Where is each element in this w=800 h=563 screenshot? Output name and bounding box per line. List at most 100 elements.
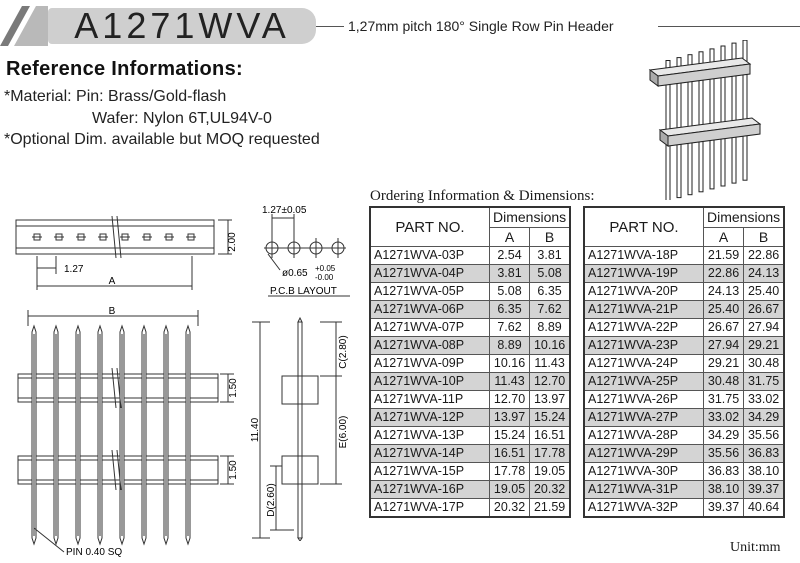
dim-a-cell: 2.54 bbox=[488, 246, 531, 265]
reference-line-wafer: Wafer: Nylon 6T,UL94V-0 bbox=[92, 110, 272, 127]
top-view-drawing: 2.00 1.27 A bbox=[15, 215, 238, 290]
dim-a-cell: 27.94 bbox=[702, 336, 745, 355]
dim-a-cell: 17.78 bbox=[488, 462, 531, 481]
header-dimensions: Dimensions bbox=[703, 206, 785, 228]
dim-b-cell: 6.35 bbox=[529, 282, 571, 301]
side-view-dim-e: E(6.00) bbox=[338, 416, 349, 449]
part-number-cell: A1271WVA-04P bbox=[369, 264, 490, 283]
dim-b-cell: 24.13 bbox=[743, 264, 785, 283]
dim-a-cell: 12.70 bbox=[488, 390, 531, 409]
dim-a-cell: 15.24 bbox=[488, 426, 531, 445]
series-logo-triangles bbox=[0, 6, 48, 46]
part-number-cell: A1271WVA-27P bbox=[583, 408, 704, 427]
dim-a-cell: 26.67 bbox=[702, 318, 745, 337]
dim-b-cell: 38.10 bbox=[743, 462, 785, 481]
dim-b-cell: 17.78 bbox=[529, 444, 571, 463]
pcb-pitch-dim: 1.27±0.05 bbox=[262, 205, 307, 216]
top-view-dim-height: 2.00 bbox=[227, 232, 238, 252]
pcb-hole-tol-minus: -0.00 bbox=[315, 273, 334, 282]
header-subtitle: 1,27mm pitch 180° Single Row Pin Header bbox=[348, 18, 614, 34]
iso-pin bbox=[731, 42, 737, 184]
part-number-cell: A1271WVA-09P bbox=[369, 354, 490, 373]
dim-b-cell: 30.48 bbox=[743, 354, 785, 373]
part-number-cell: A1271WVA-08P bbox=[369, 336, 490, 355]
iso-pin bbox=[709, 48, 715, 190]
header-dim-a: A bbox=[702, 227, 745, 247]
dim-b-cell: 3.81 bbox=[529, 246, 571, 265]
dim-b-cell: 15.24 bbox=[529, 408, 571, 427]
part-number-cell: A1271WVA-05P bbox=[369, 282, 490, 301]
part-number-cell: A1271WVA-26P bbox=[583, 390, 704, 409]
dim-b-cell: 31.75 bbox=[743, 372, 785, 391]
dim-a-cell: 34.29 bbox=[702, 426, 745, 445]
dim-b-cell: 19.05 bbox=[529, 462, 571, 481]
part-number-cell: A1271WVA-06P bbox=[369, 300, 490, 319]
dim-b-cell: 36.83 bbox=[743, 444, 785, 463]
header-rule-right bbox=[658, 26, 800, 27]
reference-title: Reference Informations: bbox=[6, 58, 243, 80]
dim-a-cell: 38.10 bbox=[702, 480, 745, 499]
part-number-cell: A1271WVA-25P bbox=[583, 372, 704, 391]
dim-a-cell: 35.56 bbox=[702, 444, 745, 463]
iso-pin bbox=[742, 40, 748, 181]
front-view-dim-wafer2: 1.50 bbox=[228, 460, 239, 480]
pcb-layout-drawing: 1.27±0.05 ø0.65 +0.05 -0.00 P.C.B LAYOUT bbox=[262, 205, 350, 297]
top-view-dim-a: A bbox=[109, 276, 116, 287]
dim-a-cell: 33.02 bbox=[702, 408, 745, 427]
part-number-cell: A1271WVA-15P bbox=[369, 462, 490, 481]
part-number-cell: A1271WVA-12P bbox=[369, 408, 490, 427]
dim-b-cell: 26.67 bbox=[743, 300, 785, 319]
dim-a-cell: 22.86 bbox=[702, 264, 745, 283]
part-number-cell: A1271WVA-14P bbox=[369, 444, 490, 463]
part-number-cell: A1271WVA-19P bbox=[583, 264, 704, 283]
dim-b-cell: 21.59 bbox=[529, 498, 571, 518]
iso-pin bbox=[687, 54, 693, 196]
pcb-hole-tol-plus: +0.05 bbox=[315, 264, 336, 273]
part-number-cell: A1271WVA-28P bbox=[583, 426, 704, 445]
iso-pin bbox=[698, 51, 704, 193]
dim-a-cell: 29.21 bbox=[702, 354, 745, 373]
top-view-dim-pitch: 1.27 bbox=[64, 264, 84, 275]
header-rule-left bbox=[316, 26, 344, 27]
part-number-cell: A1271WVA-03P bbox=[369, 246, 490, 265]
dim-b-cell: 8.89 bbox=[529, 318, 571, 337]
dim-a-cell: 5.08 bbox=[488, 282, 531, 301]
dim-b-cell: 35.56 bbox=[743, 426, 785, 445]
header-part-no: PART NO. bbox=[583, 206, 704, 247]
dim-a-cell: 8.89 bbox=[488, 336, 531, 355]
dim-b-cell: 16.51 bbox=[529, 426, 571, 445]
part-number-cell: A1271WVA-17P bbox=[369, 498, 490, 518]
dim-a-cell: 10.16 bbox=[488, 354, 531, 373]
dim-a-cell: 20.32 bbox=[488, 498, 531, 518]
dim-b-cell: 33.02 bbox=[743, 390, 785, 409]
dim-a-cell: 3.81 bbox=[488, 264, 531, 283]
part-number-cell: A1271WVA-10P bbox=[369, 372, 490, 391]
iso-pin bbox=[720, 45, 726, 187]
dim-b-cell: 22.86 bbox=[743, 246, 785, 265]
part-number-cell: A1271WVA-24P bbox=[583, 354, 704, 373]
dim-a-cell: 6.35 bbox=[488, 300, 531, 319]
dim-a-cell: 25.40 bbox=[702, 300, 745, 319]
product-isometric-drawing bbox=[648, 40, 762, 200]
dim-b-cell: 13.97 bbox=[529, 390, 571, 409]
dim-a-cell: 7.62 bbox=[488, 318, 531, 337]
part-number-cell: A1271WVA-20P bbox=[583, 282, 704, 301]
dim-b-cell: 20.32 bbox=[529, 480, 571, 499]
